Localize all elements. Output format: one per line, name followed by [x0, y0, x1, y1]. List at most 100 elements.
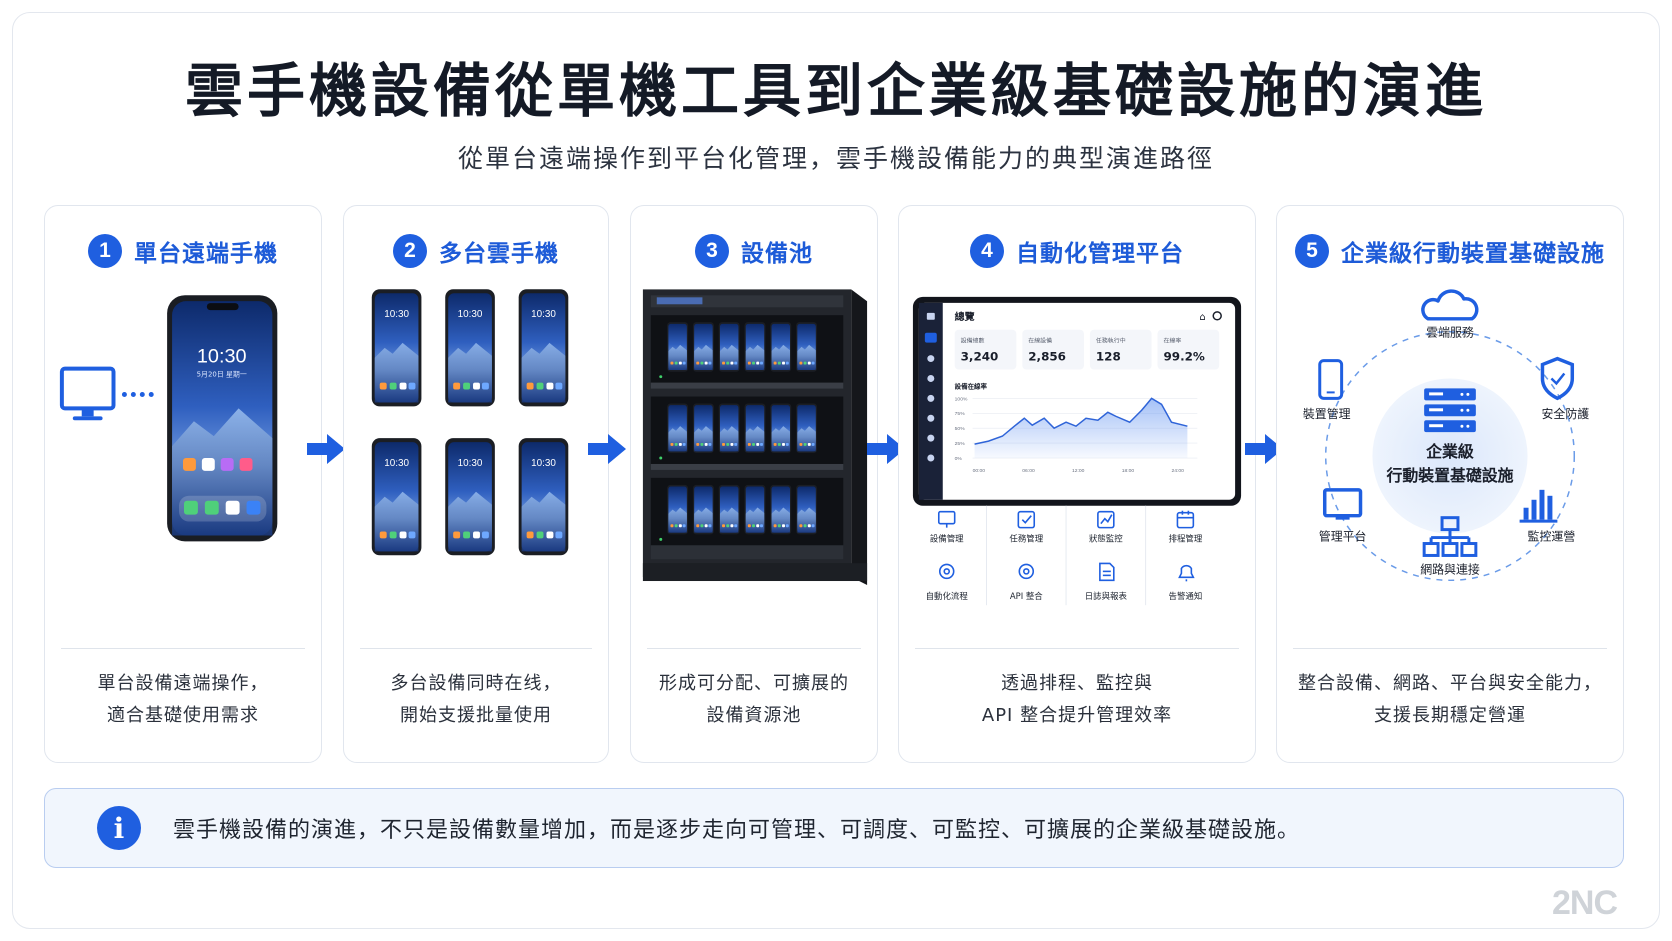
stat-label: 在線率 — [1164, 337, 1182, 345]
page-title: 雲手機設備從單機工具到企業級基礎設施的演進 — [184, 57, 1487, 125]
stat-label: 任務執行中 — [1096, 337, 1126, 345]
desc-line: 透過排程、監控與 — [1001, 673, 1153, 694]
desc-line: 開始支援批量使用 — [400, 705, 552, 726]
info-text: 雲手機設備的演進，不只是設備數量增加，而是逐步走向可管理、可調度、可監控、可擴展… — [173, 818, 1301, 843]
stage-title: 單台遠端手機 — [134, 241, 278, 267]
x-tick: 06:00 — [1022, 468, 1035, 474]
y-tick: 25% — [955, 441, 966, 447]
card-divider — [647, 648, 861, 649]
desc-line: 設備資源池 — [706, 705, 802, 726]
stat-value: 2,856 — [1028, 350, 1066, 364]
stage-number-badge: 4 — [970, 234, 1004, 268]
page-subtitle: 從單台遠端操作到平台化管理，雲手機設備能力的典型演進路徑 — [457, 144, 1214, 173]
feature-label: 任務管理 — [1009, 534, 1043, 544]
stage-header: 5 企業級行動裝置基礎設施 — [1277, 234, 1623, 268]
desc-line: 適合基礎使用需求 — [107, 705, 259, 726]
stage-description: 單台設備遠端操作， 適合基礎使用需求 — [45, 668, 321, 732]
desc-line: 支援長期穩定營運 — [1374, 705, 1526, 726]
stat-label: 設備總數 — [961, 337, 985, 345]
stage-header: 3 設備池 — [631, 234, 877, 268]
center-label: 企業級 — [1425, 442, 1474, 461]
card-divider — [1293, 648, 1607, 649]
feature-label: 設備管理 — [930, 534, 964, 544]
stage-card-1: 1 單台遠端手機 10:30 5月20日 星期一 — [44, 205, 322, 763]
api-integration-icon — [1018, 563, 1035, 580]
stage-title: 企業級行動裝置基礎設施 — [1341, 241, 1605, 267]
stage-card-4: 4 自動化管理平台 總覽 ⌂ 設備總數 3,240 在線設備 2,856 任務執… — [898, 205, 1256, 763]
stage-description: 形成可分配、可擴展的 設備資源池 — [631, 668, 877, 732]
feature-label: 告警通知 — [1169, 591, 1203, 601]
stage-number-badge: 2 — [393, 234, 427, 268]
alert-notification-icon — [1178, 564, 1195, 582]
phone-clock: 10:30 — [458, 309, 483, 320]
stage-card-3: 3 設備池 — [630, 205, 878, 763]
monitor-icon — [1322, 488, 1363, 518]
stage-header: 2 多台雲手機 — [344, 234, 608, 268]
multiple-phones-illustration: 10:30 10:30 10:30 10:30 10:30 10:30 — [371, 289, 569, 556]
watermark-logo: 2NC — [1552, 884, 1618, 922]
server-icon — [1424, 388, 1476, 433]
stat-value: 3,240 — [961, 350, 999, 364]
feature-label: 狀態監控 — [1089, 534, 1123, 544]
phone-clock: 10:30 — [384, 458, 409, 469]
logs-reports-icon — [1099, 562, 1115, 582]
node-label: 安全防護 — [1541, 407, 1589, 421]
phone-clock: 10:30 — [384, 309, 409, 320]
y-tick: 75% — [955, 411, 966, 417]
phone-clock: 10:30 — [531, 309, 556, 320]
y-tick: 100% — [955, 396, 968, 402]
stage-header: 1 單台遠端手機 — [45, 234, 321, 268]
settings-icon — [1212, 311, 1222, 321]
center-label: 行動裝置基礎設施 — [1385, 466, 1513, 485]
desc-line: 形成可分配、可擴展的 — [659, 673, 849, 694]
phone-date: 5月20日 星期一 — [197, 371, 247, 379]
desc-line: 單台設備遠端操作， — [97, 673, 269, 694]
stage-description: 整合設備、網路、平台與安全能力， 支援長期穩定營運 — [1277, 668, 1623, 732]
shield-icon — [1540, 356, 1575, 401]
stat-value: 128 — [1096, 350, 1121, 364]
arrow-right-icon — [307, 434, 345, 464]
stage-card-2: 2 多台雲手機 10:30 10:30 10:30 10:30 10:30 10… — [343, 205, 609, 763]
stat-tiles: 設備總數 3,240 在線設備 2,856 任務執行中 128 在線率 99.2… — [954, 329, 1220, 370]
y-tick: 0% — [955, 456, 963, 462]
home-icon: ⌂ — [1199, 312, 1205, 323]
arrow-right-icon — [588, 434, 626, 464]
arrow-right-icon — [1245, 434, 1283, 464]
management-dashboard-illustration: 總覽 ⌂ 設備總數 3,240 在線設備 2,856 任務執行中 128 在線率… — [912, 296, 1242, 606]
feature-label: API 整合 — [1010, 591, 1043, 601]
single-remote-phone-illustration: 10:30 5月20日 星期一 — [59, 295, 278, 542]
smartphone-icon: 10:30 5月20日 星期一 — [167, 295, 278, 542]
info-icon: i — [97, 806, 141, 850]
cloud-icon — [1421, 289, 1479, 321]
stage-title: 設備池 — [741, 241, 813, 267]
stage-card-5: 5 企業級行動裝置基礎設施 企業級 行動裝置基礎設施 — [1276, 205, 1624, 763]
card-divider — [360, 648, 592, 649]
x-tick: 00:00 — [973, 468, 986, 474]
arrow-right-icon — [867, 434, 905, 464]
stage-number-badge: 1 — [88, 234, 122, 268]
node-label: 管理平台 — [1319, 530, 1367, 544]
x-tick: 24:00 — [1171, 468, 1184, 474]
node-label: 裝置管理 — [1303, 407, 1351, 421]
desc-line: 整合設備、網路、平台與安全能力， — [1298, 673, 1602, 694]
feature-label: 自動化流程 — [926, 591, 969, 601]
y-tick: 50% — [955, 426, 966, 432]
stage-title: 自動化管理平台 — [1016, 241, 1184, 267]
dashboard-header: 總覽 — [955, 310, 975, 323]
info-banner: i 雲手機設備的演進，不只是設備數量增加，而是逐步走向可管理、可調度、可監控、可… — [44, 788, 1624, 868]
card-divider — [61, 648, 305, 649]
chart-title: 設備在線率 — [955, 381, 988, 390]
desc-line: 多台設備同時在线， — [390, 673, 562, 694]
desc-line: API 整合提升管理效率 — [981, 705, 1173, 726]
stage-number-badge: 3 — [695, 234, 729, 268]
node-label: 監控運營 — [1528, 530, 1576, 544]
stage-header: 4 自動化管理平台 — [899, 234, 1255, 268]
stat-value: 99.2% — [1164, 350, 1205, 364]
node-label: 雲端服務 — [1426, 326, 1474, 340]
feature-label: 日誌與報表 — [1085, 591, 1128, 601]
stage-description: 多台設備同時在线， 開始支援批量使用 — [344, 668, 608, 732]
device-pool-rack-illustration — [642, 289, 868, 585]
phone-clock: 10:30 — [531, 458, 556, 469]
feature-label: 排程管理 — [1169, 534, 1203, 544]
schedule-icon — [1176, 510, 1195, 529]
